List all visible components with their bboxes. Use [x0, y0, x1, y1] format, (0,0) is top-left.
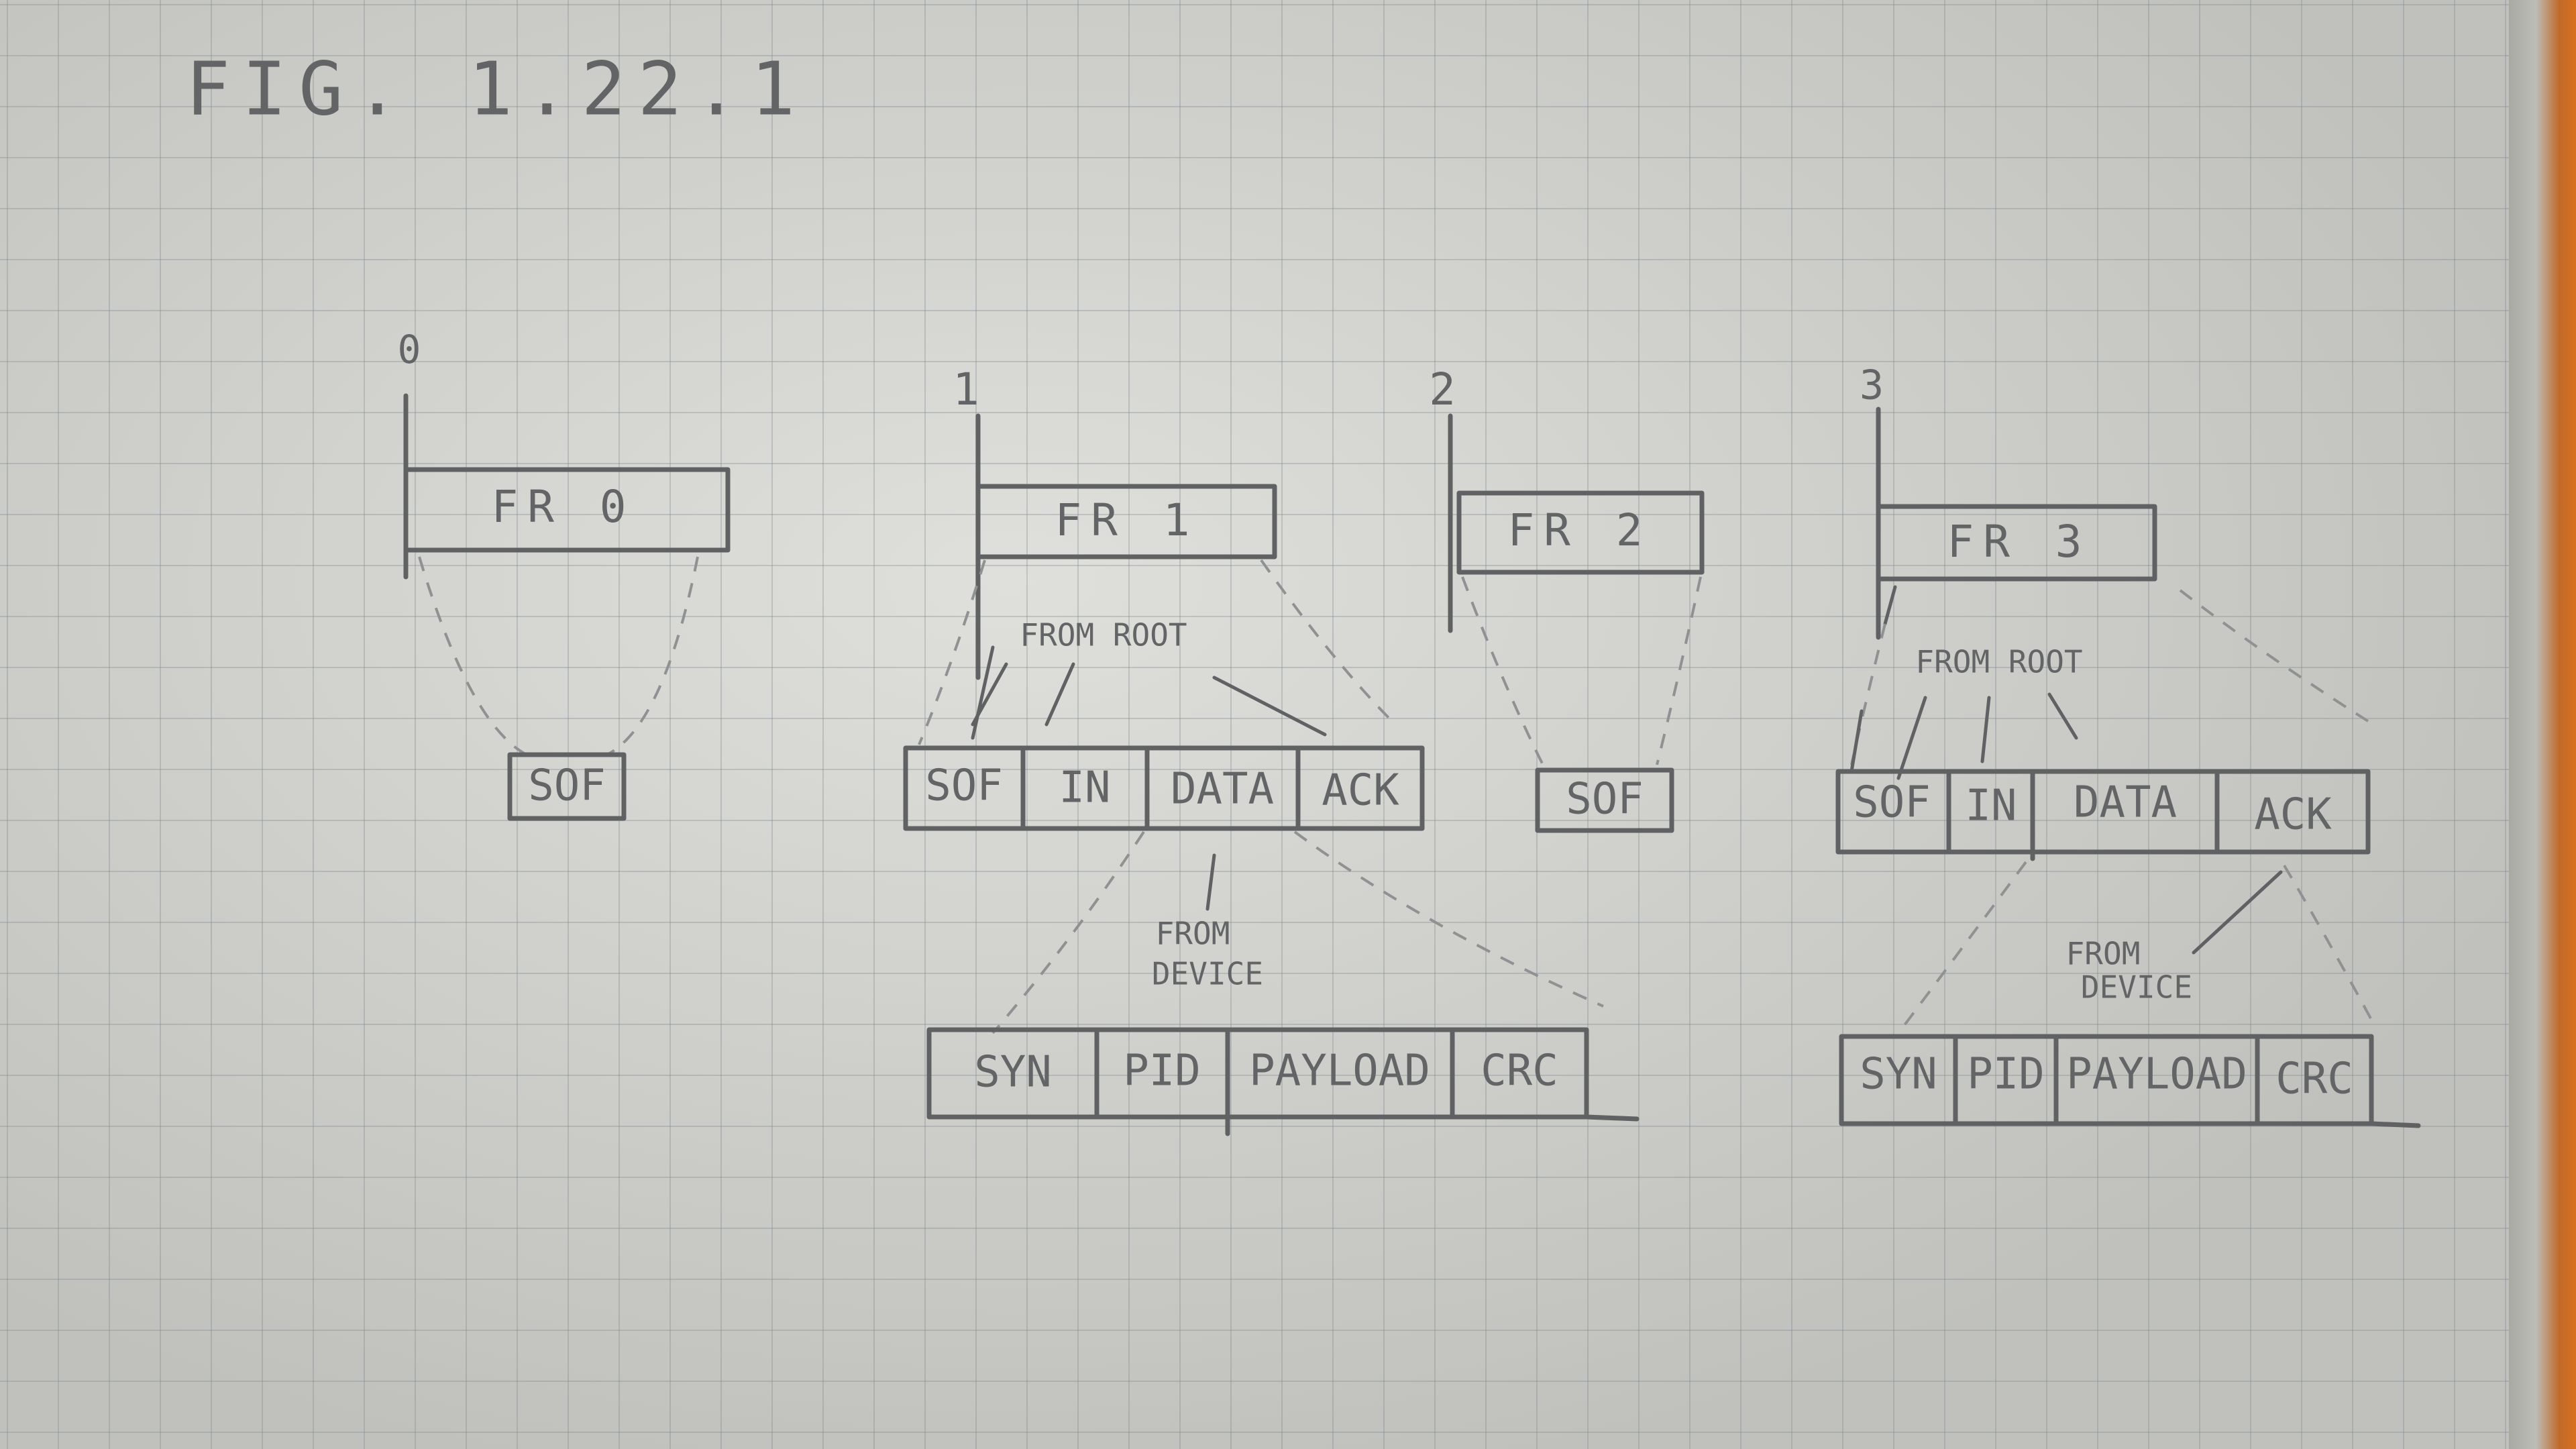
grid-paper	[0, 0, 2522, 1449]
frame-3-arrow-in	[1980, 696, 1991, 763]
frame-3-packet-row	[1835, 769, 2371, 855]
frame-3-packet-ack: ACK	[2254, 790, 2332, 840]
frame-2: 2 FR 2 SOF	[1429, 364, 1705, 833]
frame-1-packet-in: IN	[1059, 763, 1110, 813]
frame-1-arrow-sof-2	[971, 662, 1008, 727]
frame-0-sof-label: SOF	[528, 761, 606, 811]
frame-0-zoom-left	[418, 556, 527, 756]
frame-2-zoom-left	[1461, 576, 1544, 765]
frame-3-field-syn: SYN	[1860, 1050, 1937, 1099]
frame-0-label: FR 0	[492, 481, 636, 533]
notebook-edge	[2509, 0, 2576, 1449]
frame-1-arrow-ack	[1212, 676, 1327, 737]
frame-0-zoom-right	[606, 556, 699, 756]
frame-1-from-device-line1: FROM	[1156, 916, 1230, 952]
frame-0-box	[403, 467, 731, 553]
frame-1-box	[975, 484, 1277, 559]
frame-3-data-zoom-right	[2283, 864, 2373, 1020]
frame-2-sof-label: SOF	[1566, 775, 1644, 824]
frame-3-box	[1876, 504, 2157, 582]
frame-3-number: 3	[1860, 362, 1884, 409]
frame-1-from-device-arrow	[1205, 853, 1216, 911]
frame-2-sof-box	[1535, 767, 1674, 833]
frame-1-label: FR 1	[1055, 494, 1199, 546]
frame-1-field-pid: PID	[1123, 1046, 1201, 1096]
frame-3-data-zoom-left	[1897, 861, 2027, 1034]
frame-1: 1 FR 1 FROM ROOT SOF IN DATA ACK	[903, 364, 1640, 1136]
frame-1-data-row-tail	[1584, 1114, 1640, 1122]
frame-1-from-device-line2: DEVICE	[1152, 956, 1263, 992]
frame-3-from-root-label: FROM ROOT	[1915, 644, 2082, 680]
frame-3-packet-in: IN	[1965, 782, 2017, 831]
frame-3-field-crc: CRC	[2275, 1055, 2353, 1104]
figure-title: FIG. 1.22.1	[186, 46, 807, 131]
frame-3: 3 FR 3 FROM ROOT SOF IN DATA ACK FROM DE…	[1835, 362, 2421, 1128]
frame-1-zoom-left	[918, 559, 986, 745]
frame-1-packet-data: DATA	[1171, 765, 1274, 814]
frame-0-number: 0	[398, 327, 421, 372]
frame-0-sof-box	[507, 752, 627, 821]
frame-3-data-row	[1839, 1034, 2374, 1126]
frame-3-label: FR 3	[1947, 516, 2092, 568]
frame-3-packet-sof: SOF	[1853, 778, 1931, 828]
frame-1-packet-row	[903, 745, 1425, 831]
frame-0: 0 FR 0 SOF	[398, 327, 731, 821]
frame-1-field-crc: CRC	[1481, 1046, 1558, 1096]
frame-3-data-row-tail	[2369, 1121, 2421, 1128]
frame-1-packet-sof: SOF	[925, 761, 1003, 811]
frame-3-arrow-sof-2	[1896, 696, 1927, 780]
frame-1-number: 1	[953, 364, 979, 415]
frame-1-field-payload: PAYLOAD	[1249, 1046, 1430, 1096]
frame-3-from-device-line1: FROM	[2066, 936, 2141, 972]
frame-1-data-zoom-right	[1293, 830, 1604, 1008]
frame-1-packet-ack: ACK	[1322, 766, 1399, 816]
frame-3-arrow-data	[2047, 692, 2078, 740]
frame-1-field-syn: SYN	[974, 1048, 1052, 1097]
frame-3-tick	[1883, 585, 1897, 626]
frame-1-zoom-right	[1260, 559, 1397, 726]
frame-3-from-device-line2: DEVICE	[2081, 969, 2192, 1006]
frame-1-arrow-sof	[971, 645, 995, 740]
frame-1-data-row	[926, 1027, 1589, 1120]
frame-3-arrow-sof	[1849, 709, 1864, 773]
frame-2-box	[1456, 490, 1705, 575]
frame-3-field-pid: PID	[1967, 1050, 2045, 1099]
frame-3-field-payload: PAYLOAD	[2066, 1050, 2247, 1099]
frame-3-from-device-arrow	[2192, 870, 2283, 955]
frame-1-data-zoom-left	[991, 830, 1145, 1034]
frame-3-packet-data: DATA	[2074, 778, 2177, 828]
frame-1-arrow-in	[1044, 662, 1075, 727]
frame-2-label: FR 2	[1508, 504, 1652, 556]
frame-2-number: 2	[1429, 364, 1456, 415]
frame-3-zoom-right	[2179, 589, 2369, 722]
frame-2-zoom-right	[1656, 576, 1702, 765]
frame-1-from-root-label: FROM ROOT	[1020, 617, 1187, 653]
